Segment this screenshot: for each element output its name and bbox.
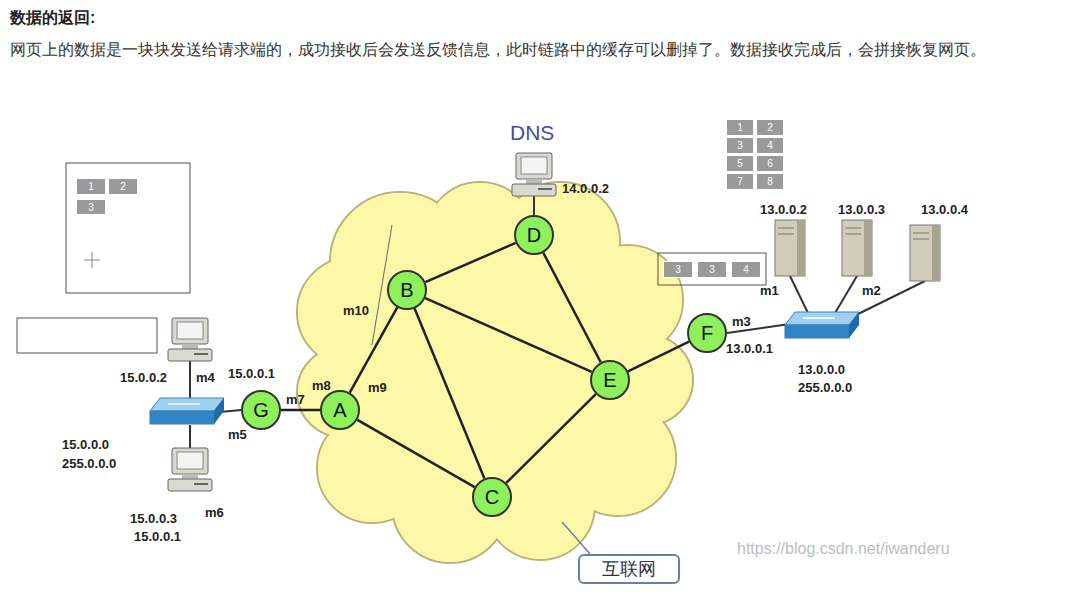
server-name: DNS <box>510 121 554 145</box>
node-text: B <box>400 279 413 302</box>
network-link <box>281 409 320 412</box>
node-text: 1 <box>737 122 743 133</box>
data-block: 4 <box>731 261 761 278</box>
router-circle: G <box>241 390 281 430</box>
callout-box: 互联网 <box>578 554 680 584</box>
mac-label: m1 <box>760 283 779 298</box>
network-link <box>543 253 600 363</box>
data-block: 8 <box>756 173 784 190</box>
screen-frame <box>66 163 190 293</box>
computer-icon <box>512 153 556 196</box>
router-circle: D <box>514 215 554 255</box>
computer-icon <box>168 448 212 491</box>
cloud-outline <box>297 182 693 563</box>
ip-address: 13.0.0.2 <box>760 202 807 217</box>
network-address: 15.0.0.0 <box>62 437 109 452</box>
network-link <box>415 309 485 479</box>
data-block: 2 <box>756 119 784 136</box>
data-block: 3 <box>726 137 754 154</box>
router-circle: E <box>590 360 630 400</box>
mac-label: m4 <box>196 370 215 385</box>
router-circle: B <box>387 270 427 310</box>
server-icon <box>842 220 872 276</box>
network-link <box>425 298 591 372</box>
node-text: 互联网 <box>602 557 656 581</box>
network-link <box>357 420 474 487</box>
node-text: 3 <box>709 264 715 275</box>
network-address: 13.0.0.0 <box>798 362 845 377</box>
node-text: 4 <box>767 140 773 151</box>
node-text: 4 <box>743 264 749 275</box>
node-text: D <box>527 224 541 247</box>
data-block: 7 <box>726 173 754 190</box>
node-text: 2 <box>767 122 773 133</box>
router-circle: F <box>687 313 727 353</box>
node-text: 8 <box>767 176 773 187</box>
network-link <box>350 307 398 392</box>
data-block: 6 <box>756 155 784 172</box>
ip-address: 15.0.0.3 <box>130 511 177 526</box>
node-text: 3 <box>88 202 94 213</box>
node-text: 2 <box>120 181 126 192</box>
data-block: 1 <box>76 178 106 195</box>
node-text: A <box>333 399 346 422</box>
data-block: 5 <box>726 155 754 172</box>
cloud-fill <box>298 183 692 562</box>
ip-address: 15.0.0.1 <box>228 366 275 381</box>
mac-label: m7 <box>286 392 305 407</box>
watermark: https://blog.csdn.net/iwanderu <box>737 540 950 558</box>
node-text: G <box>253 399 269 422</box>
network-link <box>628 342 689 372</box>
crosshair <box>84 252 100 268</box>
data-block: 2 <box>108 178 138 195</box>
mac-label: m2 <box>862 283 881 298</box>
leader-line <box>562 522 590 554</box>
node-text: 1 <box>88 181 94 192</box>
data-block: 3 <box>663 261 693 278</box>
node-text: 5 <box>737 158 743 169</box>
node-text: 3 <box>675 264 681 275</box>
router-circle: C <box>472 477 512 517</box>
network-link <box>506 394 596 483</box>
data-block: 3 <box>76 199 106 215</box>
data-block: 1 <box>726 119 754 136</box>
node-text: 3 <box>737 140 743 151</box>
ip-address: 13.0.0.3 <box>838 202 885 217</box>
server-icon <box>775 220 805 276</box>
data-block: 4 <box>756 137 784 154</box>
computer-icon <box>168 318 212 361</box>
switch-icon <box>785 312 859 338</box>
buffer-frame <box>658 253 766 285</box>
ip-address: 14.0.0.2 <box>562 181 609 196</box>
server-icon <box>910 225 940 281</box>
ip-address: 13.0.0.4 <box>921 202 968 217</box>
node-text: C <box>485 486 499 509</box>
empty-frame <box>17 318 157 353</box>
wires <box>190 196 925 448</box>
node-text: 6 <box>767 158 773 169</box>
subnet-mask: 255.0.0.0 <box>62 456 116 471</box>
subnet-mask: 255.0.0.0 <box>798 380 852 395</box>
mac-label: m6 <box>205 505 224 520</box>
data-block: 3 <box>697 261 727 278</box>
mac-label: m8 <box>312 378 331 393</box>
switch-icon <box>150 398 224 424</box>
network-link <box>425 243 515 282</box>
ip-address: 15.0.0.2 <box>120 370 167 385</box>
mac-label: m9 <box>368 380 387 395</box>
ip-address: 13.0.0.1 <box>726 341 773 356</box>
router-circle: A <box>320 390 360 430</box>
mac-label: m3 <box>732 314 751 329</box>
mac-label: m5 <box>228 427 247 442</box>
node-text: E <box>603 369 616 392</box>
heading: 数据的返回: <box>10 8 95 29</box>
ip-address: 15.0.0.1 <box>134 529 181 544</box>
mac-label: m10 <box>343 303 369 318</box>
node-text: F <box>701 322 713 345</box>
node-text: 7 <box>737 176 743 187</box>
paragraph: 网页上的数据是一块块发送给请求端的，成功接收后会发送反馈信息，此时链路中的缓存可… <box>10 38 1070 61</box>
